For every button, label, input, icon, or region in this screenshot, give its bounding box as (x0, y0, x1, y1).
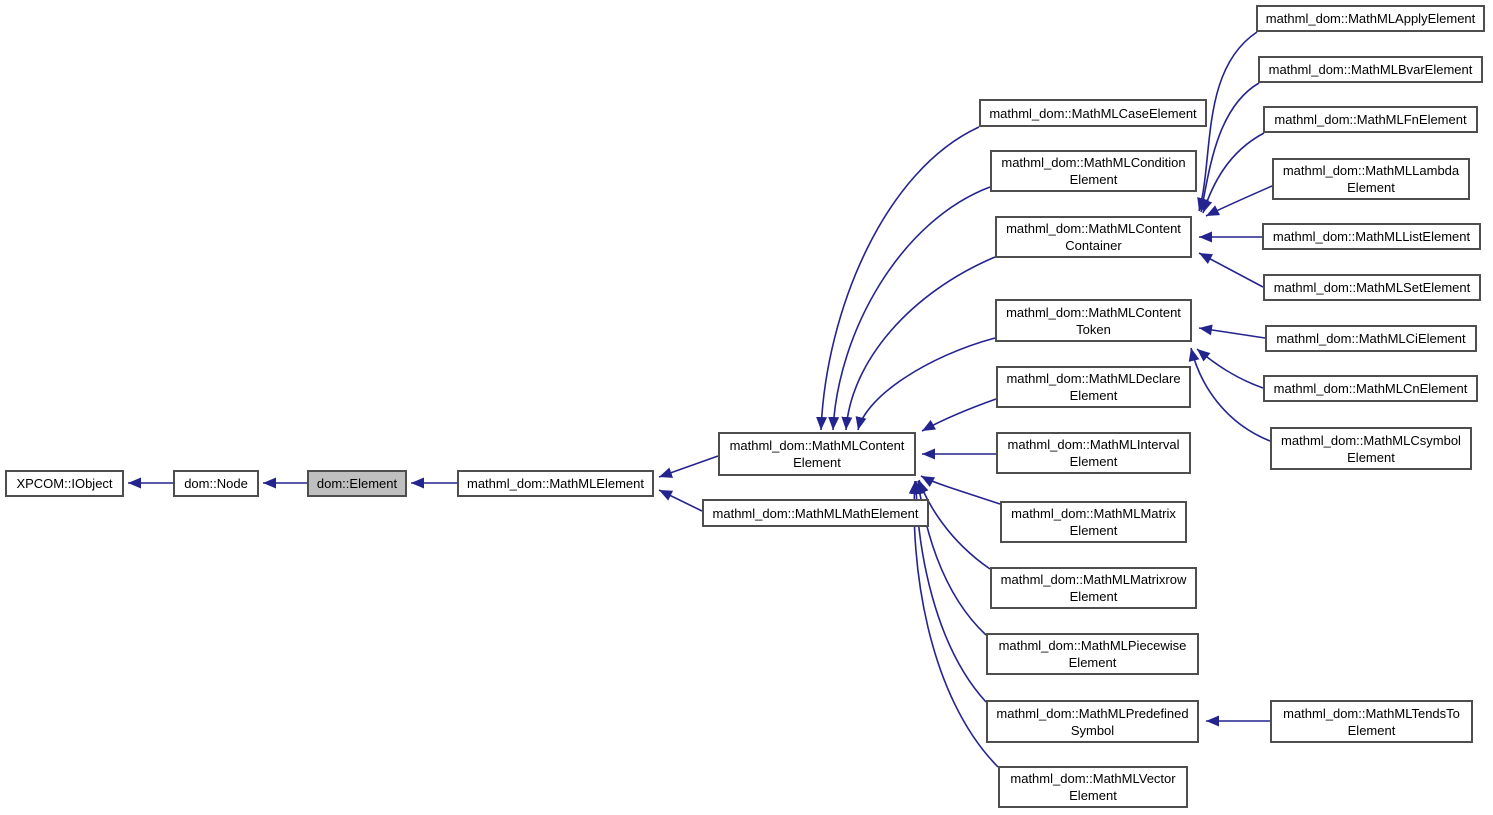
node-mathml-declare-element[interactable]: mathml_dom::MathMLDeclare Element (996, 366, 1191, 408)
node-mathml-lambda-element[interactable]: mathml_dom::MathMLLambda Element (1272, 158, 1470, 200)
node-mathml-fn-element[interactable]: mathml_dom::MathMLFnElement (1263, 106, 1478, 133)
node-mathml-set-element[interactable]: mathml_dom::MathMLSetElement (1263, 274, 1481, 301)
node-mathml-case-element[interactable]: mathml_dom::MathMLCaseElement (979, 99, 1207, 127)
node-mathml-matrixrow-element[interactable]: mathml_dom::MathMLMatrixrow Element (990, 567, 1197, 609)
node-xpcom-iobject[interactable]: XPCOM::IObject (5, 470, 124, 497)
node-mathml-content-element[interactable]: mathml_dom::MathMLContent Element (718, 432, 916, 476)
node-mathml-interval-element[interactable]: mathml_dom::MathMLInterval Element (996, 432, 1191, 474)
edge-mathelement-to-mathmlelement (658, 489, 703, 512)
node-mathml-list-element[interactable]: mathml_dom::MathMLListElement (1262, 223, 1481, 250)
node-mathml-content-container[interactable]: mathml_dom::MathMLContent Container (995, 216, 1192, 258)
node-mathml-apply-element[interactable]: mathml_dom::MathMLApplyElement (1256, 5, 1485, 32)
node-mathml-element[interactable]: mathml_dom::MathMLElement (457, 470, 654, 497)
edge-csymbol-to-token (1188, 347, 1271, 442)
node-mathml-matrix-element[interactable]: mathml_dom::MathMLMatrix Element (1000, 501, 1187, 543)
edge-container-to-contentelement (841, 256, 996, 431)
edge-lambda-to-container (1205, 185, 1273, 217)
edge-matrixrow-to-contentelement (918, 479, 991, 570)
node-mathml-tendsto-element[interactable]: mathml_dom::MathMLTendsTo Element (1270, 700, 1473, 743)
node-mathml-csymbol-element[interactable]: mathml_dom::MathMLCsymbol Element (1270, 427, 1472, 470)
node-mathml-condition-element[interactable]: mathml_dom::MathMLCondition Element (990, 150, 1197, 192)
edge-token-to-contentelement (855, 337, 996, 431)
node-dom-node[interactable]: dom::Node (173, 470, 259, 497)
edge-declare-to-contentelement (921, 398, 997, 432)
edge-case-to-contentelement (816, 126, 980, 431)
node-mathml-predefined-symbol[interactable]: mathml_dom::MathMLPredefined Symbol (986, 700, 1199, 743)
node-mathml-vector-element[interactable]: mathml_dom::MathMLVector Element (998, 766, 1188, 808)
node-mathml-math-element[interactable]: mathml_dom::MathMLMathElement (702, 499, 929, 527)
node-mathml-cn-element[interactable]: mathml_dom::MathMLCnElement (1263, 375, 1478, 402)
edge-condition-to-contentelement (828, 186, 991, 431)
edge-fn-to-container (1201, 132, 1265, 214)
edge-contentelement-to-mathmlelement (658, 455, 719, 478)
edge-matrix-to-contentelement (920, 475, 1001, 505)
node-mathml-piecewise-element[interactable]: mathml_dom::MathMLPiecewise Element (986, 633, 1199, 675)
node-mathml-ci-element[interactable]: mathml_dom::MathMLCiElement (1265, 325, 1477, 352)
edge-cn-to-token (1196, 348, 1264, 389)
edge-set-to-container (1198, 252, 1264, 288)
node-mathml-bvar-element[interactable]: mathml_dom::MathMLBvarElement (1258, 56, 1483, 83)
node-dom-element: dom::Element (307, 470, 407, 497)
edge-bvar-to-container (1198, 82, 1260, 213)
edge-ci-to-token (1198, 324, 1266, 339)
edge-apply-to-container (1197, 31, 1258, 212)
node-mathml-content-token[interactable]: mathml_dom::MathMLContent Token (995, 299, 1192, 342)
